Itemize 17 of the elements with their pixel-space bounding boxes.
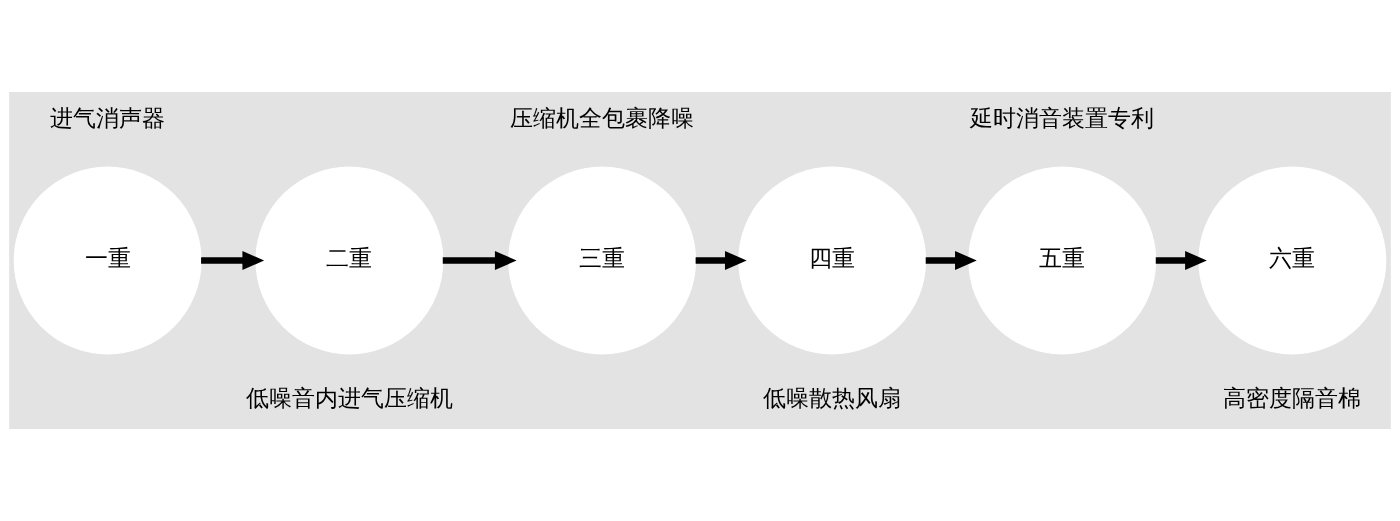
node-label: 高密度隔音棉 xyxy=(1223,384,1362,413)
node-circle: 四重 xyxy=(738,166,927,355)
node-circle: 五重 xyxy=(968,166,1157,355)
node-label: 低噪散热风扇 xyxy=(763,384,902,413)
node-circle: 六重 xyxy=(1198,166,1387,355)
arrow xyxy=(925,251,977,270)
node-circle: 一重 xyxy=(13,166,202,355)
arrow xyxy=(201,251,265,270)
node-label: 延时消音装置专利 xyxy=(970,104,1155,133)
node-label: 压缩机全包裹降噪 xyxy=(510,104,695,133)
arrow xyxy=(442,251,517,270)
node-circle: 二重 xyxy=(255,166,444,355)
node-circle: 三重 xyxy=(508,166,697,355)
node-label: 低噪音内进气压缩机 xyxy=(245,384,453,413)
arrow xyxy=(1155,251,1207,270)
node-label: 进气消声器 xyxy=(50,104,166,133)
arrow xyxy=(695,251,747,270)
